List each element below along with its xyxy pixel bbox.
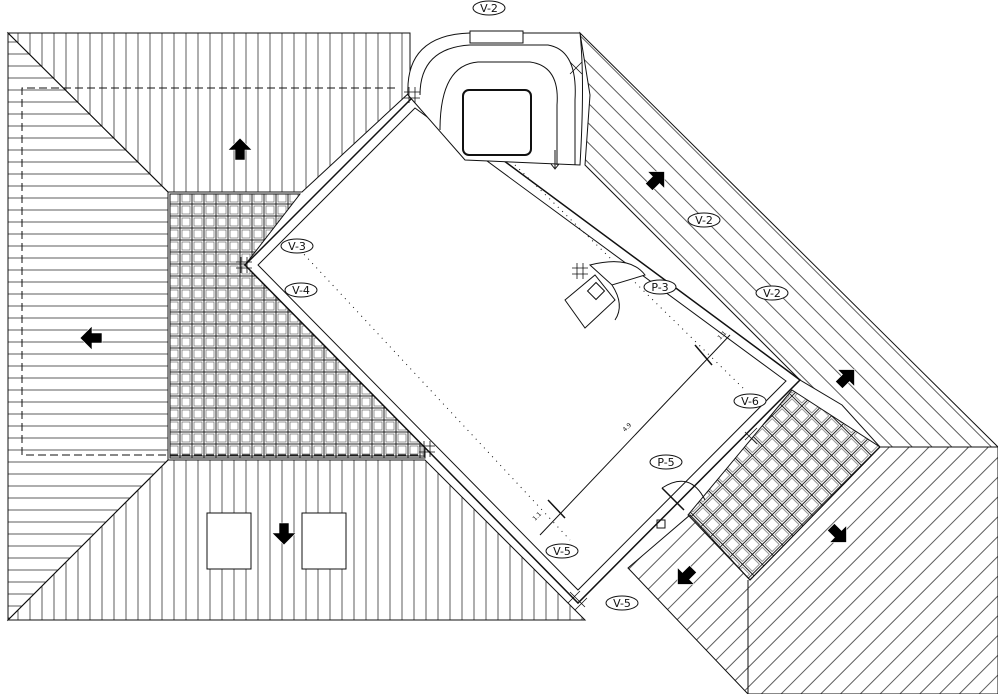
label-v2-a: V-2 bbox=[687, 212, 721, 228]
label-v4: V-4 bbox=[284, 282, 318, 298]
svg-text:V-2: V-2 bbox=[763, 287, 781, 300]
dimension-line bbox=[539, 334, 731, 536]
svg-text:V-5: V-5 bbox=[553, 545, 571, 558]
svg-text:V-5: V-5 bbox=[613, 597, 631, 610]
door-swing-icon bbox=[656, 480, 706, 529]
dimension-end-bottom: 1.1 bbox=[531, 511, 543, 523]
svg-text:V-2: V-2 bbox=[480, 2, 498, 15]
label-v2-top: V-2 bbox=[472, 0, 506, 16]
label-p5: P-5 bbox=[649, 454, 683, 470]
label-v2-b: V-2 bbox=[755, 285, 789, 301]
label-v6: V-6 bbox=[733, 393, 767, 409]
svg-text:V-6: V-6 bbox=[741, 395, 759, 408]
door-swing-icon bbox=[564, 261, 646, 329]
label-p3: P-3 bbox=[643, 279, 677, 295]
svg-text:V-3: V-3 bbox=[288, 240, 306, 253]
skylight-icon bbox=[206, 512, 252, 570]
svg-text:V-4: V-4 bbox=[292, 284, 310, 297]
corner-markers bbox=[236, 61, 758, 611]
label-v3: V-3 bbox=[280, 238, 314, 254]
eave-dashed-line bbox=[21, 87, 420, 456]
roof-plane-bottom bbox=[6, 459, 587, 621]
slope-arrow-icon bbox=[79, 137, 855, 585]
terrace-tiles bbox=[687, 389, 881, 581]
svg-text:P-3: P-3 bbox=[651, 281, 668, 294]
dimension-end-top: 1.1 bbox=[716, 330, 728, 342]
label-v5-b: V-5 bbox=[605, 595, 639, 611]
svg-text:P-5: P-5 bbox=[657, 456, 674, 469]
skylight-icon bbox=[301, 512, 347, 570]
label-v5-a: V-5 bbox=[545, 543, 579, 559]
stair-icon bbox=[407, 30, 583, 170]
svg-text:V-2: V-2 bbox=[695, 214, 713, 227]
dimension-main: 4.9 bbox=[621, 422, 633, 434]
